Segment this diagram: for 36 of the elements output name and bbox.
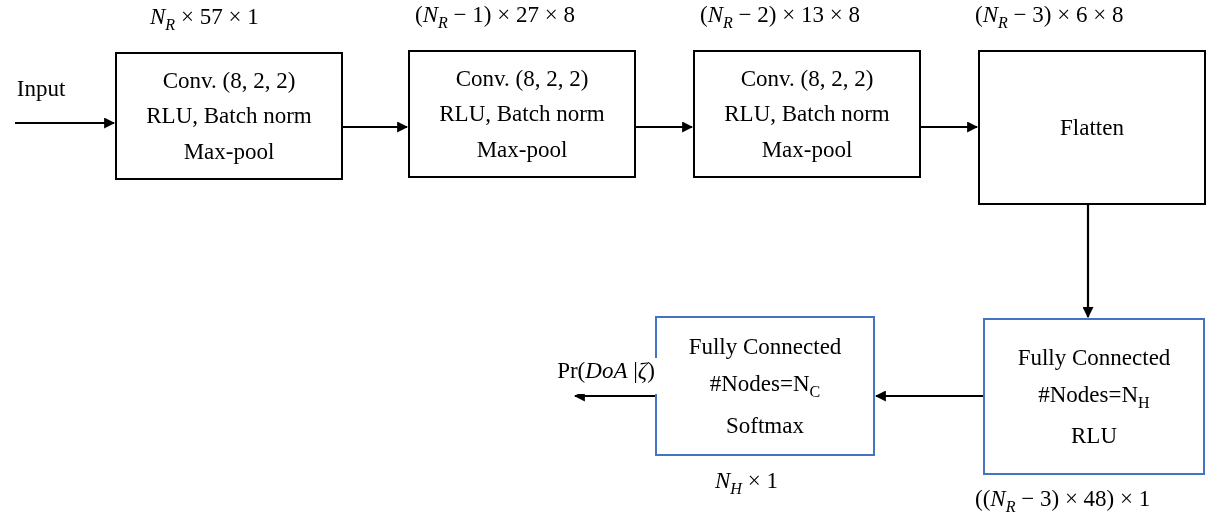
arrow: [15, 117, 116, 129]
node-text: Fully Connected: [1017, 344, 1171, 370]
layer-box: [115, 52, 343, 180]
arrow: [1082, 205, 1094, 319]
arrow: [636, 121, 694, 133]
node-text: RLU, Batch norm: [724, 101, 890, 127]
dimension-label: (N$_{R}$ − 1) × 27 × 8: [415, 2, 575, 32]
node-text: Max-pool: [183, 138, 275, 164]
dense-layer-box: [655, 316, 875, 456]
layer-box: [978, 50, 1206, 205]
arrow: [343, 121, 409, 133]
node-text: Softmax: [726, 412, 804, 438]
node-text: Conv. (8, 2, 2): [455, 66, 589, 92]
dense-layer-box: [983, 318, 1205, 475]
node-text: Flatten: [1060, 114, 1124, 141]
dimension-label: (N$_{R}$ − 2) × 13 × 8: [700, 2, 860, 32]
dimension-label: ((N$_{R}$ − 3) × 48) × 1: [975, 486, 1151, 516]
node-text: Fully Connected: [688, 334, 842, 360]
arrow: [874, 390, 983, 402]
arrow: [921, 121, 979, 133]
node-text: Max-pool: [761, 136, 853, 162]
node-text: Conv. (8, 2, 2): [740, 66, 874, 92]
dimension-label: N$_{H}$ × 1: [715, 468, 778, 498]
node-text: RLU: [1071, 423, 1117, 449]
dimension-label: N$_{R}$ × 57 × 1: [150, 4, 259, 34]
node-text: RLU, Batch norm: [439, 101, 605, 127]
layer-box: [408, 50, 636, 178]
node-text: Conv. (8, 2, 2): [162, 68, 296, 94]
node-text: Pr(DoA |ζ): [557, 358, 655, 384]
layer-box: [693, 50, 921, 178]
node-text: RLU, Batch norm: [146, 103, 312, 129]
dimension-label: (N$_{R}$ − 3) × 6 × 8: [975, 2, 1124, 32]
node-text: #Nodes=N$_{H}$: [1038, 381, 1150, 412]
node-text: Max-pool: [476, 136, 568, 162]
node-text: #Nodes=N$_{C}$: [709, 371, 821, 401]
node-text: Input: [16, 76, 66, 102]
